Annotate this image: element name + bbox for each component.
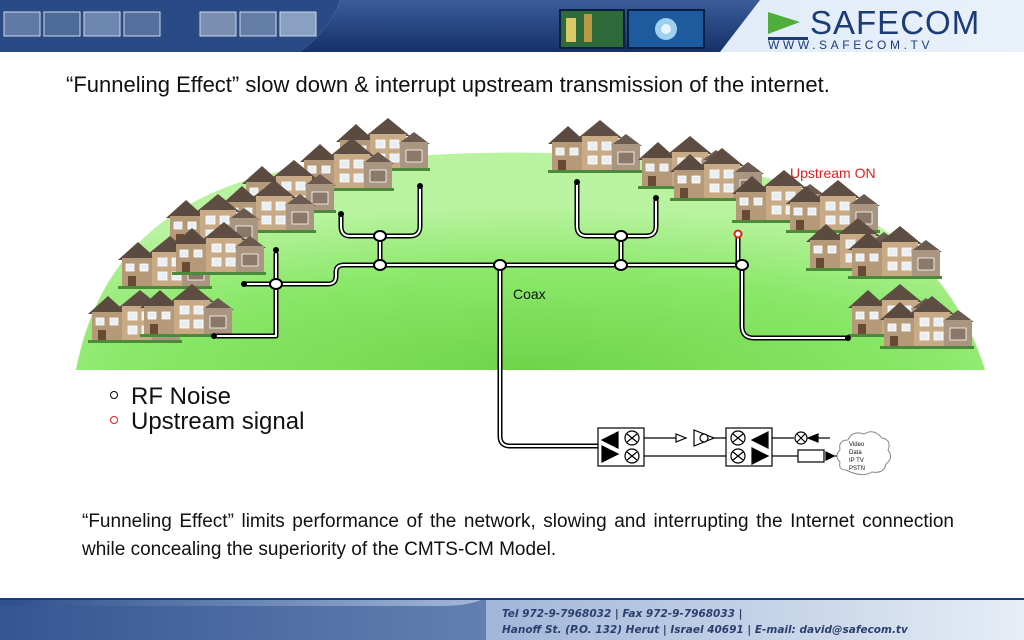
noise-dot — [273, 247, 279, 253]
noise-dot — [417, 183, 423, 189]
thumbnail-strip — [3, 11, 317, 37]
noise-dot — [338, 211, 344, 217]
slide-title: “Funneling Effect” slow down & interrupt… — [66, 72, 830, 97]
coax-cable — [211, 179, 851, 449]
noise-dot — [574, 179, 580, 185]
description-paragraph: “Funneling Effect” limits performance of… — [82, 511, 954, 560]
noise-dot — [653, 195, 659, 201]
brand-name: SAFECOM — [810, 4, 981, 41]
splitter-node — [493, 259, 507, 271]
legend-label: Upstream signal — [131, 408, 305, 435]
coax-label: Coax — [513, 286, 546, 302]
cloud-item-label: IP TV — [849, 458, 864, 464]
cloud-item-label: Data — [849, 450, 862, 456]
headend-equipment — [597, 427, 842, 467]
splitter-node — [614, 230, 628, 242]
safecom-logo — [768, 12, 808, 40]
noise-dot — [241, 281, 247, 287]
splitter-node — [373, 230, 387, 242]
noise-dot — [845, 335, 851, 341]
rf-noise-dot-icon — [110, 391, 118, 399]
splitter-nodes — [269, 230, 749, 290]
cloud-item-label: PSTN — [849, 466, 865, 472]
brand-url: WWW.SAFECOM.TV — [768, 38, 934, 52]
footer-contact-line-1: Tel 972-9-7968032 | Fax 972-9-7968033 | — [502, 608, 743, 620]
photo-thumbnails — [559, 9, 705, 49]
cloud-item-label: Video — [849, 442, 865, 448]
splitter-node — [373, 259, 387, 271]
services-cloud-icon — [836, 431, 892, 476]
upstream-signal-dot — [733, 229, 743, 239]
house-icon — [547, 119, 643, 174]
legend-label: RF Noise — [131, 383, 232, 410]
upstream-on-label: Upstream ON — [790, 165, 876, 181]
endpoint-dots — [211, 179, 851, 341]
upstream-signal-dot-icon — [110, 416, 118, 424]
footer-contact-line-2: Hanoff St. (P.O. 132) Herut | Israel 406… — [502, 624, 908, 636]
splitter-node — [614, 259, 628, 271]
footer-banner — [0, 598, 1024, 640]
noise-dot — [211, 333, 217, 339]
splitter-node — [735, 259, 749, 271]
header-banner — [0, 0, 1024, 52]
splitter-node — [269, 278, 283, 290]
